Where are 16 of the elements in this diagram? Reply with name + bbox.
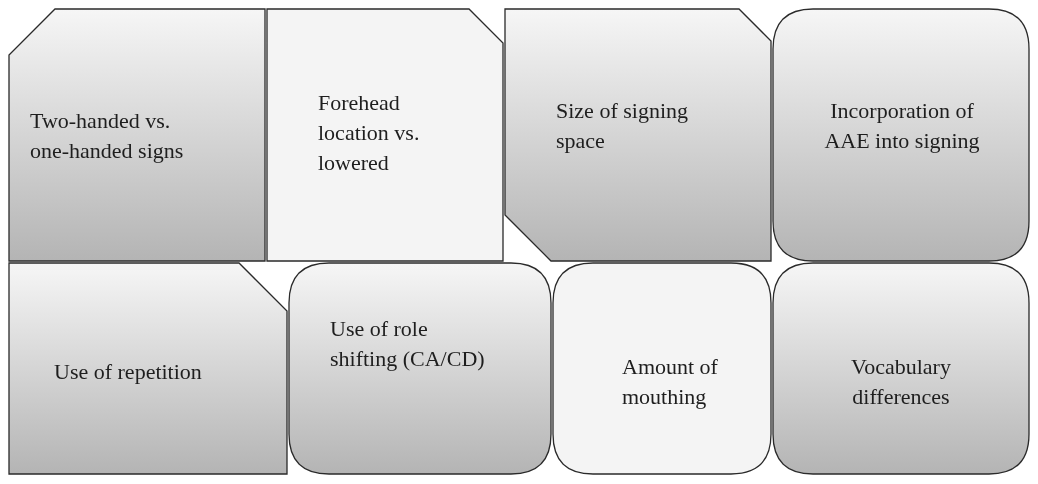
category-box [8, 262, 288, 475]
box-text: Vocabulary differences [850, 353, 952, 411]
category-box [8, 8, 266, 262]
category-box [772, 262, 1030, 475]
category-box [504, 8, 772, 262]
category-box [288, 262, 552, 475]
category-box [266, 8, 504, 262]
box-text: Amount of mouthing [622, 353, 719, 411]
box-text: Use of role shifting (CA/CD) [330, 315, 486, 373]
box-text: Use of repetition [54, 358, 203, 386]
box-text: Size of signing space [556, 97, 689, 155]
box-text: Forehead location vs. lowered [318, 89, 421, 177]
box-text: Incorporation of AAE into signing [823, 97, 981, 155]
category-box [552, 262, 772, 475]
box-text: Two-handed vs. one-handed signs [30, 107, 185, 165]
category-box [772, 8, 1030, 262]
